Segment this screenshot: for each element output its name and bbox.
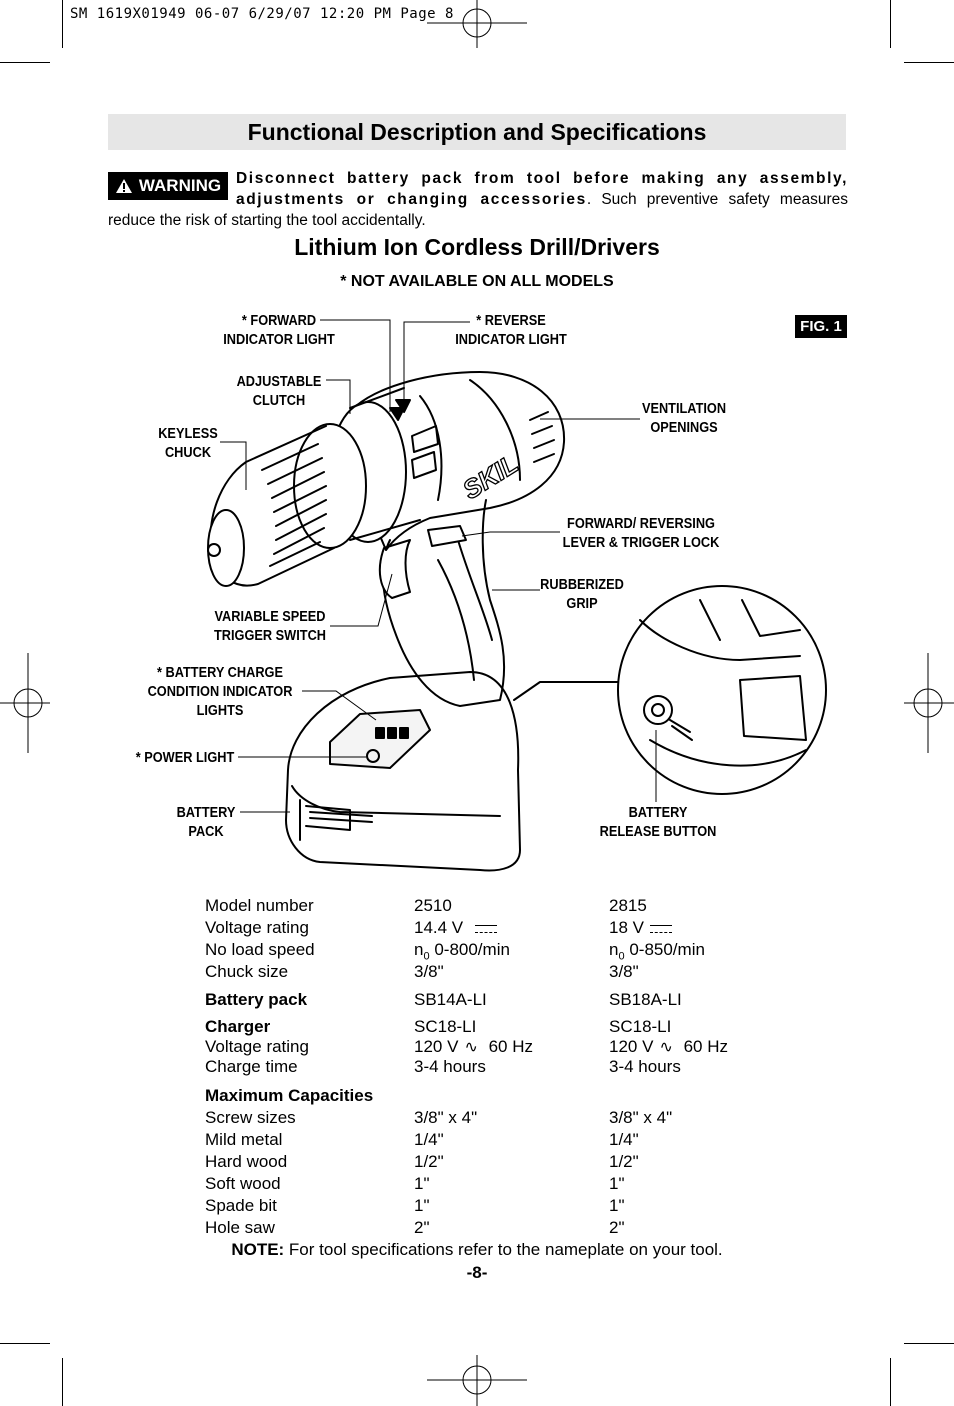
drill-handle-outline (381, 499, 506, 707)
title-bar: Functional Description and Specification… (108, 114, 846, 150)
label-battery-charge-indicator: * BATTERY CHARGE CONDITION INDICATOR LIG… (147, 665, 293, 719)
drill-body-outline (351, 371, 566, 551)
label-battery-release-button: BATTERY RELEASE BUTTON (599, 805, 717, 840)
label-adjustable-clutch: ADJUSTABLE CLUTCH (236, 374, 322, 409)
warning-paragraph: Disconnect battery pack from tool before… (108, 168, 848, 231)
label-forward-indicator-light: * FORWARD INDICATOR LIGHT (223, 313, 335, 348)
warning-triangle-icon (115, 179, 132, 193)
print-slug: SM 1619X01949 06-07 6/29/07 12:20 PM Pag… (70, 6, 454, 22)
figure-badge: FIG. 1 (795, 315, 847, 338)
page-title: Functional Description and Specification… (247, 119, 707, 145)
specs-table: Model number 2510 2815 Voltage rating 14… (205, 896, 728, 1237)
trigger-outline (378, 539, 411, 599)
dc-symbol-icon (475, 924, 498, 933)
crop-mark (62, 1358, 63, 1406)
label-ventilation-openings: VENTILATION OPENINGS (641, 401, 727, 436)
specs-note: NOTE: For tool specifications refer to t… (231, 1240, 723, 1259)
ac-symbol-icon: ∿ (659, 1039, 673, 1056)
label-power-light: * POWER LIGHT (135, 750, 235, 766)
label-forward-reversing-lever: FORWARD/ REVERSING LEVER & TRIGGER LOCK (562, 516, 720, 551)
dc-symbol-icon (649, 924, 672, 933)
models-note: * NOT AVAILABLE ON ALL MODELS (340, 273, 614, 290)
ac-symbol-icon: ∿ (464, 1039, 478, 1056)
warning-bold-text: Disconnect battery pack from tool before… (236, 170, 848, 208)
label-keyless-chuck: KEYLESS CHUCK (158, 426, 218, 461)
label-battery-pack: BATTERY PACK (176, 805, 236, 840)
battery-pack-outline (285, 671, 521, 872)
crop-mark (890, 0, 891, 48)
warning-badge-label: WARNING (138, 176, 222, 195)
warning-badge: WARNING (108, 172, 228, 200)
section-subtitle: Lithium Ion Cordless Drill/Drivers (294, 234, 660, 260)
crop-mark (904, 1343, 954, 1344)
label-rubberized-grip: RUBBERIZED GRIP (540, 577, 624, 612)
crop-mark (0, 62, 50, 63)
crop-mark (904, 62, 954, 63)
crop-mark (0, 1343, 50, 1344)
warning-rest-text: . Such preventive safety measures reduce… (108, 191, 848, 229)
crop-mark (890, 1358, 891, 1406)
label-variable-speed-trigger: VARIABLE SPEED TRIGGER SWITCH (213, 609, 327, 644)
crop-mark (62, 0, 63, 48)
page-number: -8- (466, 1263, 488, 1282)
drill-illustration: SKIL (207, 319, 827, 872)
release-button-inset (617, 585, 827, 795)
label-reverse-indicator-light: * REVERSE INDICATOR LIGHT (455, 313, 567, 348)
